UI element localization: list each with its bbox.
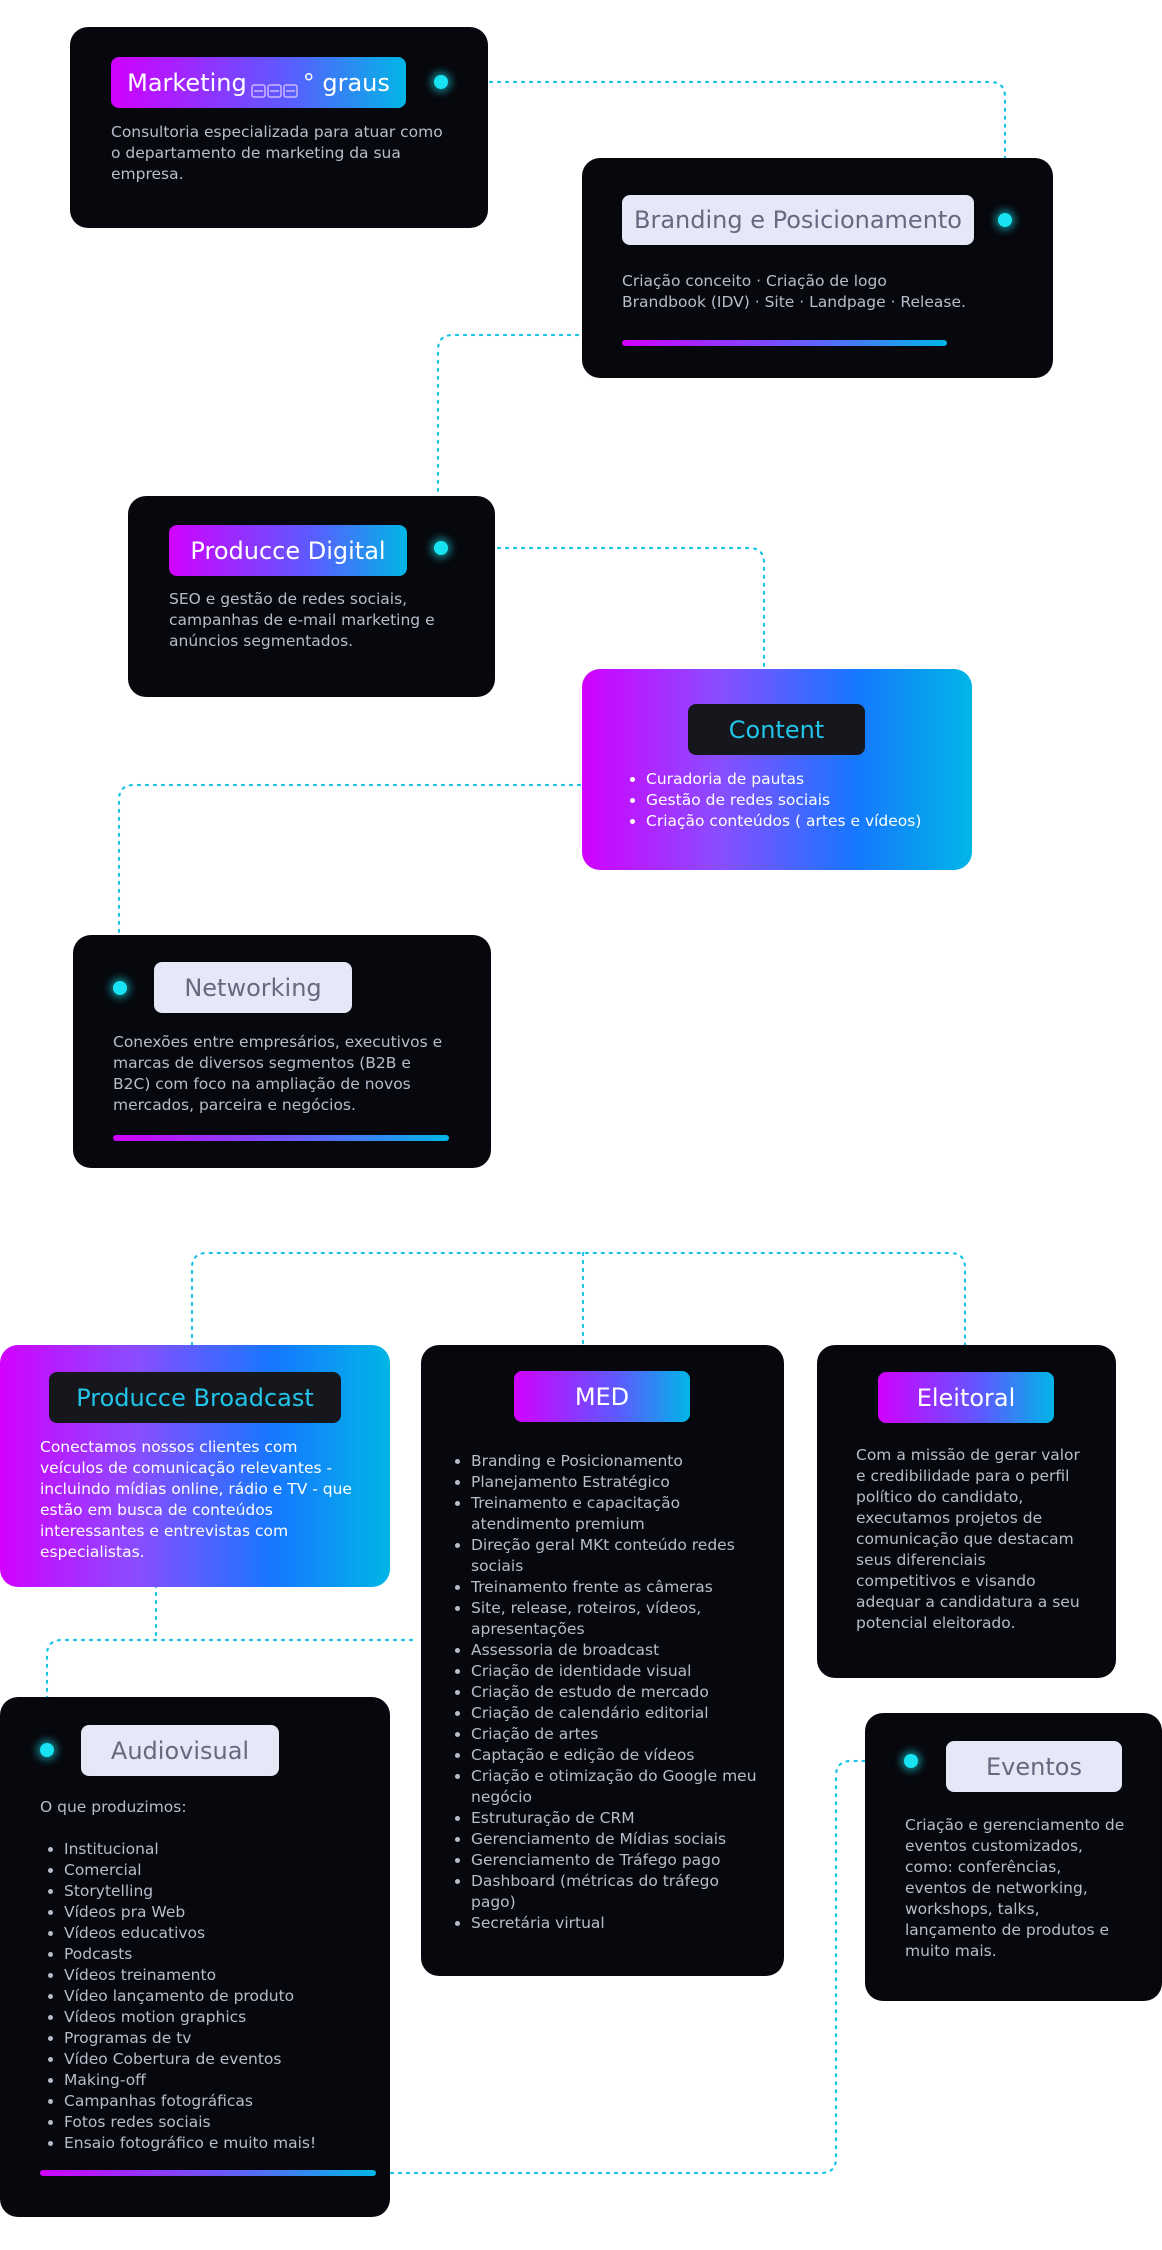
med-card: MED Branding e Posicionamento Planejamen… — [421, 1345, 784, 1976]
eventos-title-pill: Eventos — [946, 1741, 1122, 1792]
branding-gradient-bar — [622, 340, 947, 346]
list-item: Ensaio fotográfico e muito mais! — [64, 2133, 370, 2154]
connector-digital-content — [440, 546, 766, 707]
connector-tree-top — [190, 1251, 967, 1352]
list-item: Criação de artes — [471, 1724, 767, 1745]
list-item: Curadoria de pautas — [646, 769, 962, 790]
connector-branding-digital — [436, 333, 620, 550]
list-item: Vídeos educativos — [64, 1923, 370, 1944]
list-item: Planejamento Estratégico — [471, 1472, 767, 1493]
list-item: Site, release, roteiros, vídeos, apresen… — [471, 1598, 767, 1640]
eleitoral-description: Com a missão de gerar valor e credibilid… — [856, 1446, 1080, 1632]
audiovisual-title-pill: Audiovisual — [81, 1725, 279, 1776]
list-item: Criação conteúdos ( artes e vídeos) — [646, 811, 962, 832]
broadcast-card: Producce Broadcast Conectamos nossos cli… — [0, 1345, 390, 1587]
digital-title-pill: Producce Digital — [169, 525, 407, 576]
marketing-title-suffix: ° graus — [302, 68, 390, 97]
marketing-title-prefix: Marketing — [127, 68, 247, 97]
branding-description: Criação conceito · Criação de logo Brand… — [622, 271, 1022, 313]
list-item: Secretária virtual — [471, 1913, 767, 1934]
list-item: Programas de tv — [64, 2028, 370, 2049]
list-item: Criação de identidade visual — [471, 1661, 767, 1682]
connector-broadcast-audiovisual — [45, 1583, 414, 1747]
digital-card: Producce Digital SEO e gestão de redes s… — [128, 496, 495, 697]
list-item: Criação e otimização do Google meu negóc… — [471, 1766, 767, 1808]
med-title-pill: MED — [514, 1371, 690, 1422]
content-card: Content Curadoria de pautas Gestão de re… — [582, 669, 972, 870]
connector-node-networking — [113, 981, 127, 995]
list-item: Captação e edição de vídeos — [471, 1745, 767, 1766]
broadcast-description: Conectamos nossos clientes com veículos … — [40, 1438, 352, 1561]
connector-node-audiovisual — [40, 1743, 54, 1757]
eleitoral-card: Eleitoral Com a missão de gerar valor e … — [817, 1345, 1116, 1678]
list-item: Criação de calendário editorial — [471, 1703, 767, 1724]
list-item: Dashboard (métricas do tráfego pago) — [471, 1871, 767, 1913]
list-item: Vídeos motion graphics — [64, 2007, 370, 2028]
list-item: Podcasts — [64, 1944, 370, 1965]
digital-description: SEO e gestão de redes sociais, campanhas… — [169, 590, 435, 650]
list-item: Gerenciamento de Mídias sociais — [471, 1829, 767, 1850]
content-title-pill: Content — [688, 704, 865, 755]
audiovisual-gradient-bar — [40, 2170, 376, 2176]
networking-card: Networking Conexões entre empresários, e… — [73, 935, 491, 1168]
list-item: Institucional — [64, 1839, 370, 1860]
branding-desc-line1: Criação conceito · Criação de logo — [622, 272, 887, 290]
list-item: Comercial — [64, 1860, 370, 1881]
list-item: Criação de estudo de mercado — [471, 1682, 767, 1703]
broadcast-title-pill: Producce Broadcast — [49, 1372, 341, 1423]
connector-node-branding — [998, 213, 1012, 227]
list-item: Making-off — [64, 2070, 370, 2091]
marketing-card: Marketing ° graus Consultoria especializ… — [70, 27, 488, 228]
med-list: Branding e Posicionamento Planejamento E… — [447, 1451, 767, 1934]
list-item: Gestão de redes sociais — [646, 790, 962, 811]
eventos-card: Eventos Criação e gerenciamento de event… — [865, 1713, 1162, 2001]
content-list: Curadoria de pautas Gestão de redes soci… — [622, 769, 962, 832]
connector-node-eventos — [904, 1754, 918, 1768]
networking-title-pill: Networking — [154, 962, 352, 1013]
connector-marketing-branding — [440, 80, 1007, 222]
list-item: Vídeo Cobertura de eventos — [64, 2049, 370, 2070]
marketing-title-pill: Marketing ° graus — [111, 57, 406, 108]
networking-gradient-bar — [113, 1135, 449, 1141]
marketing-description: Consultoria especializada para atuar com… — [111, 123, 443, 183]
branding-title-pill: Branding e Posicionamento — [622, 195, 974, 245]
branding-desc-line2: Brandbook (IDV) · Site · Landpage · Rele… — [622, 293, 966, 311]
eventos-description: Criação e gerenciamento de eventos custo… — [905, 1816, 1125, 1960]
list-item: Fotos redes sociais — [64, 2112, 370, 2133]
audiovisual-card: Audiovisual O que produzimos: Institucio… — [0, 1697, 390, 2217]
connector-node-digital — [434, 541, 448, 555]
logo-mark-icon — [250, 77, 299, 98]
connector-node-marketing — [434, 75, 448, 89]
list-item: Vídeo lançamento de produto — [64, 1986, 370, 2007]
eleitoral-title-pill: Eleitoral — [878, 1372, 1054, 1423]
networking-description: Conexões entre empresários, executivos e… — [113, 1033, 443, 1114]
list-item: Assessoria de broadcast — [471, 1640, 767, 1661]
audiovisual-intro: O que produzimos: — [40, 1798, 187, 1816]
audiovisual-list: Institucional Comercial Storytelling Víd… — [40, 1839, 370, 2154]
list-item: Treinamento e capacitação atendimento pr… — [471, 1493, 767, 1535]
list-item: Branding e Posicionamento — [471, 1451, 767, 1472]
connector-content-networking — [117, 783, 582, 987]
branding-card: Branding e Posicionamento Criação concei… — [582, 158, 1053, 378]
list-item: Storytelling — [64, 1881, 370, 1902]
list-item: Gerenciamento de Tráfego pago — [471, 1850, 767, 1871]
list-item: Vídeos treinamento — [64, 1965, 370, 1986]
list-item: Vídeos pra Web — [64, 1902, 370, 1923]
list-item: Treinamento frente as câmeras — [471, 1577, 767, 1598]
list-item: Estruturação de CRM — [471, 1808, 767, 1829]
list-item: Direção geral MKt conteúdo redes sociais — [471, 1535, 767, 1577]
list-item: Campanhas fotográficas — [64, 2091, 370, 2112]
